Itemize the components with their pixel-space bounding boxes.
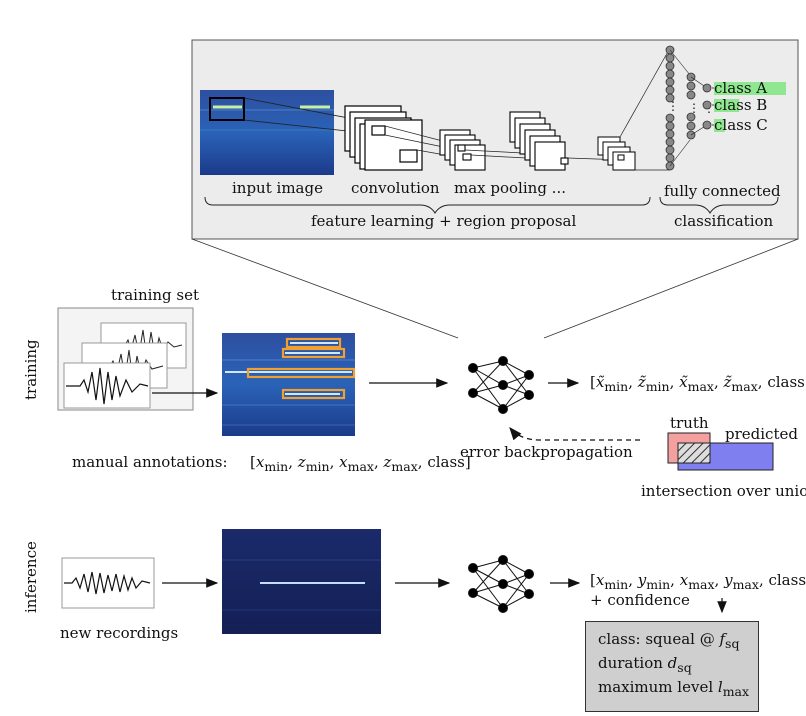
training-side-label: training: [22, 339, 40, 400]
annotations-formula: [xmin, zmin, xmax, zmax, class]: [250, 453, 471, 474]
svg-text:⋮: ⋮: [667, 99, 679, 113]
new-recordings-label: new recordings: [60, 624, 179, 642]
classification-label: classification: [674, 212, 774, 230]
fc-layer-1: [665, 45, 675, 171]
class-b-label: class B: [714, 96, 768, 114]
pool-stack-1: [439, 129, 486, 171]
error-backprop-label: error backpropagation: [460, 443, 633, 461]
input-image-label: input image: [232, 179, 323, 197]
truth-label: truth: [670, 414, 709, 432]
class-c-label: class C: [714, 116, 768, 134]
max-pooling-label: max pooling ...: [454, 179, 566, 197]
iou-figure: [667, 432, 774, 471]
training-set-label: training set: [111, 286, 200, 304]
result-class-line: class: squeal @ fsq: [598, 630, 740, 651]
training-network: [468, 356, 534, 414]
zoom-line-right: [543, 238, 799, 339]
predicted-bbox-formula: [x̃min, z̃min, x̃max, z̃max, class]: [590, 373, 806, 394]
new-recording-waveform: [61, 557, 155, 609]
class-score-bar-2: [714, 119, 725, 132]
class-score-bars: [714, 82, 786, 132]
zoom-line-left: [191, 238, 459, 339]
class-a-label: class A: [714, 79, 768, 97]
training-waveform-1: [63, 362, 151, 409]
feature-learning-label: feature learning + region proposal: [311, 212, 577, 230]
pool-stack-2: [509, 111, 569, 171]
inference-output-formula: [xmin, ymin, xmax, ymax, class]: [590, 571, 806, 592]
brace-feature: [204, 196, 651, 214]
brace-class: [659, 196, 779, 214]
iou-label: intersection over union: [641, 482, 806, 500]
fully-connected-label: fully connected: [664, 182, 781, 200]
manual-annotations-label: manual annotations:: [72, 453, 228, 471]
fc-layer-2: [686, 72, 696, 140]
training-spectrogram: [222, 333, 356, 436]
predicted-label: predicted: [725, 425, 798, 443]
inference-network: [468, 555, 534, 613]
backprop-arrow: [509, 427, 640, 441]
input-image: [200, 90, 334, 175]
pool-stack-3: [597, 136, 636, 171]
inference-spectrogram: [222, 529, 381, 634]
result-duration-line: duration dsq: [598, 654, 692, 675]
inference-side-label: inference: [22, 541, 40, 613]
confidence-label: + confidence: [590, 591, 690, 609]
conv-stack: [344, 105, 423, 171]
fc-output: [702, 83, 712, 130]
class-score-bar-1: [714, 99, 740, 112]
result-box: [585, 621, 759, 712]
result-level-line: maximum level lmax: [598, 678, 750, 699]
class-score-bar-0: [714, 82, 786, 95]
svg-text:⋮: ⋮: [688, 101, 700, 115]
convolution-label: convolution: [351, 179, 440, 197]
